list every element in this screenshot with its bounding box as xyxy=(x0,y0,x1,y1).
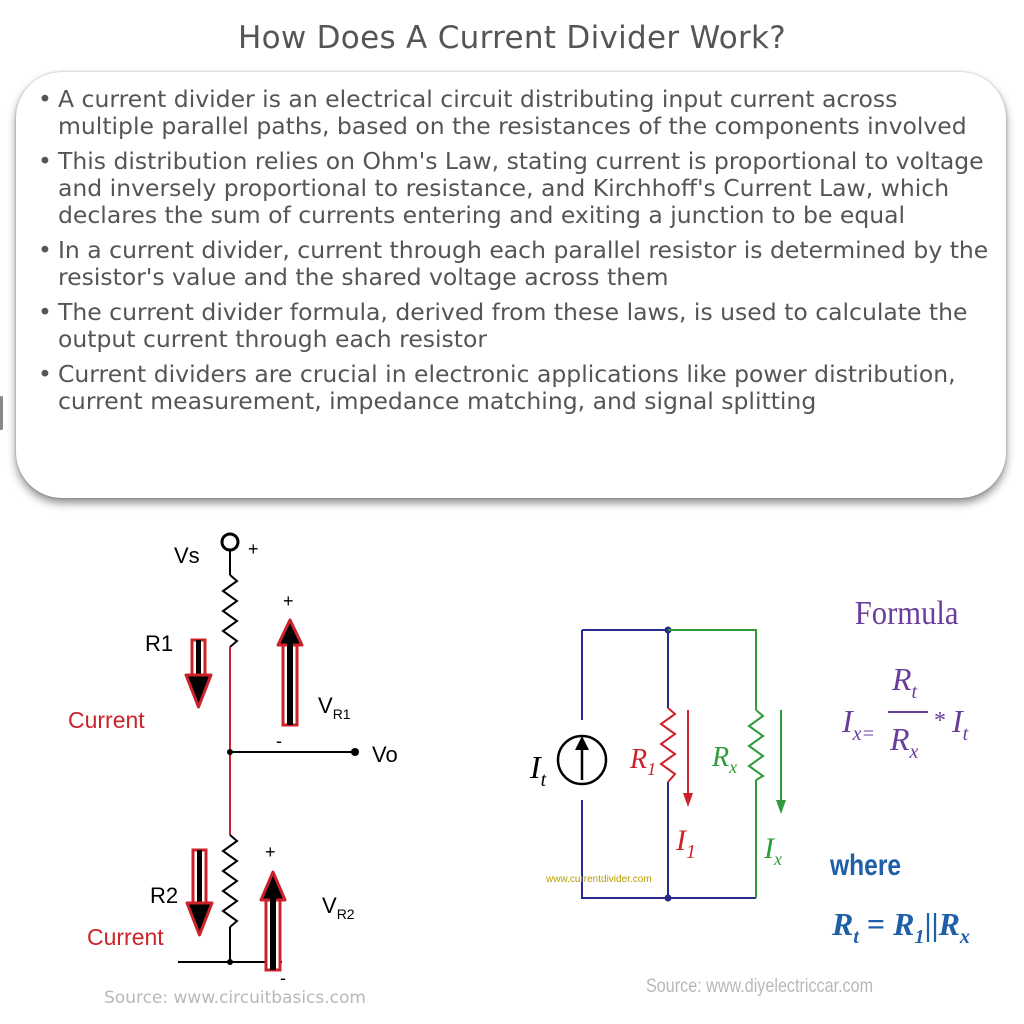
it-label: It xyxy=(529,749,547,791)
rx-label: Rx xyxy=(711,742,737,777)
vo-label: Vo xyxy=(372,742,398,767)
bullet-item: This distribution relies on Ohm's Law, s… xyxy=(38,148,998,229)
i1-label: I1 xyxy=(675,824,696,863)
vr2-plus: + xyxy=(265,842,276,862)
vr2-arrow xyxy=(259,870,287,972)
rx-resistor xyxy=(747,709,765,781)
current-divider-diagram: It R1 Rx I1 Ix www.currentdivider.com Fo… xyxy=(529,594,970,948)
watermark: www.currentdivider.com xyxy=(545,874,652,885)
right-source: Source: www.diyelectriccar.com xyxy=(646,976,874,997)
vs-plus: + xyxy=(248,539,259,559)
voltage-divider-diagram: Vs + Vo R1 Current + - VR1 R2 Current + xyxy=(68,532,398,985)
rt-formula: Rt = R1||Rx xyxy=(831,906,970,948)
edge-marker xyxy=(0,396,9,430)
vr1-plus: + xyxy=(283,591,294,611)
svg-text:Ix=: Ix= xyxy=(841,703,875,745)
vr1-minus: - xyxy=(276,731,282,751)
svg-text:Rx: Rx xyxy=(889,721,919,763)
svg-text:Rt = R1||Rx: Rt = R1||Rx xyxy=(831,906,970,948)
bullet-item: In a current divider, current through ea… xyxy=(38,237,998,291)
formula-heading: Formula xyxy=(855,594,959,632)
page-title: How Does A Current Divider Work? xyxy=(237,20,787,56)
bullet-item: A current divider is an electrical circu… xyxy=(38,86,998,140)
r1-resistor xyxy=(659,707,677,783)
formula: Ix= Rt Rx * It xyxy=(841,661,969,763)
vs-terminal xyxy=(220,532,240,552)
svg-text:Rt: Rt xyxy=(891,661,918,703)
svg-text:It: It xyxy=(951,703,969,745)
svg-text:*: * xyxy=(934,708,946,734)
vr1-label: VR1 xyxy=(318,693,351,722)
r1-current-label: Current xyxy=(68,707,145,733)
r1-resistor xyxy=(221,574,239,648)
vr2-label: VR2 xyxy=(322,893,355,922)
vs-label: Vs xyxy=(174,543,200,568)
r1-label: R1 xyxy=(629,744,656,779)
left-source: Source: www.circuitbasics.com xyxy=(104,988,366,1008)
r2-current-arrow xyxy=(185,848,214,937)
bullet-list: A current divider is an electrical circu… xyxy=(38,86,998,423)
ix-label: Ix xyxy=(763,832,782,869)
bullet-item: Current dividers are crucial in electron… xyxy=(38,361,998,415)
r2-resistor xyxy=(221,834,239,928)
r2-current-label: Current xyxy=(87,924,164,950)
where-label: where xyxy=(829,848,901,882)
bullet-item: The current divider formula, derived fro… xyxy=(38,299,998,353)
vr1-arrow xyxy=(276,618,304,727)
vr2-minus: - xyxy=(280,968,286,985)
r1-current-arrow xyxy=(184,638,213,709)
r2-label: R2 xyxy=(150,883,178,908)
r1-label: R1 xyxy=(145,631,173,656)
